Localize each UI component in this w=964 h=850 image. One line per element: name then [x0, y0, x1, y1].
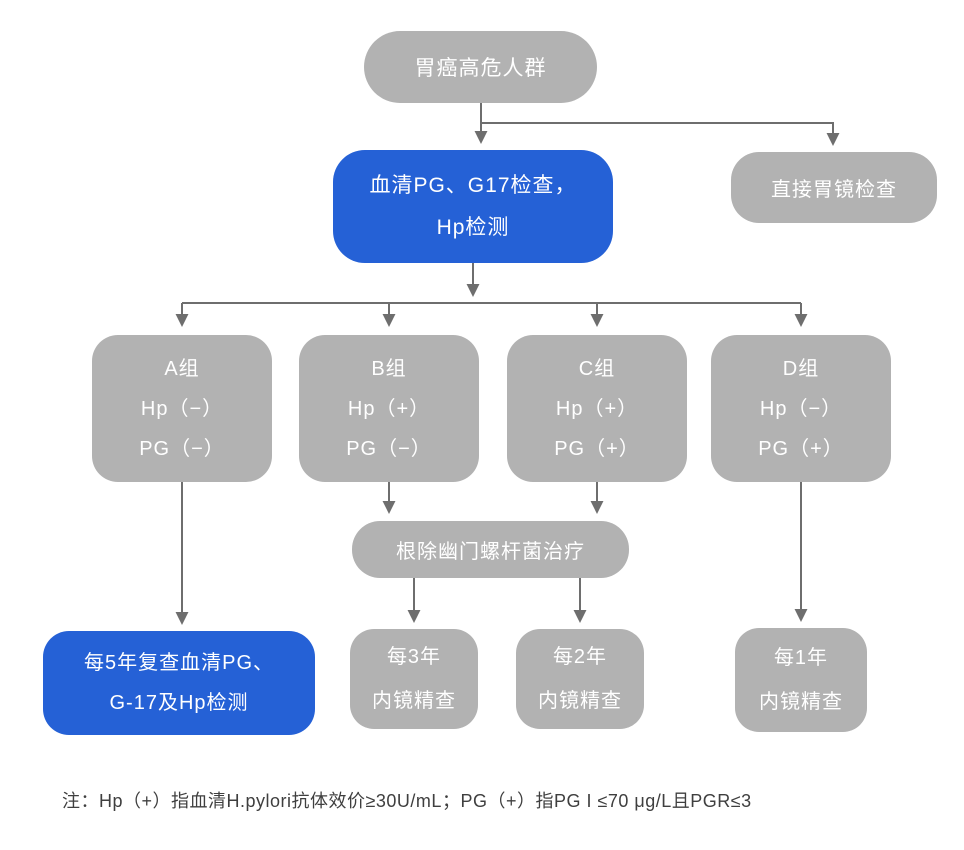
group-b-node: B组 Hp（+） PG（−）: [299, 335, 479, 482]
group-c-name: C组: [578, 357, 616, 380]
group-a-hp-status: Hp（−）: [140, 397, 224, 420]
followup-group-b-line-2: 内镜精查: [372, 690, 456, 712]
group-c-pg-status: PG（+）: [554, 437, 640, 460]
followup-group-c-node: 每2年 内镜精查: [516, 629, 644, 729]
serum-test-line-1: 血清PG、G17检查，: [369, 173, 577, 197]
connector-root-to-direct-gastroscopy: [481, 122, 840, 146]
followup-group-d-line-1: 每1年: [773, 647, 829, 669]
eradication-treatment-node: 根除幽门螺杆菌治疗: [352, 521, 629, 578]
followup-group-a-node: 每5年复查血清PG、 G-17及Hp检测: [43, 631, 315, 735]
followup-group-c-line-2: 内镜精查: [538, 690, 622, 712]
followup-group-d-line-2: 内镜精查: [759, 691, 843, 713]
group-b-pg-status: PG（−）: [346, 437, 432, 460]
followup-group-d-node: 每1年 内镜精查: [735, 628, 867, 732]
group-d-pg-status: PG（+）: [758, 437, 844, 460]
followup-group-a-line-1: 每5年复查血清PG、: [83, 652, 275, 674]
group-c-hp-status: Hp（+）: [555, 397, 639, 420]
eradication-treatment-label: 根除幽门螺杆菌治疗: [396, 541, 585, 563]
group-a-name: A组: [164, 357, 200, 380]
group-b-name: B组: [371, 357, 407, 380]
group-d-hp-status: Hp（−）: [759, 397, 843, 420]
followup-group-b-node: 每3年 内镜精查: [350, 629, 478, 729]
group-c-node: C组 Hp（+） PG（+）: [507, 335, 687, 482]
direct-gastroscopy-label: 直接胃镜检查: [771, 179, 897, 201]
followup-group-c-line-1: 每2年: [552, 646, 608, 668]
direct-gastroscopy-node: 直接胃镜检查: [731, 152, 937, 223]
group-a-pg-status: PG（−）: [139, 437, 225, 460]
group-d-name: D组: [782, 357, 820, 380]
followup-group-a-line-2: G-17及Hp检测: [109, 692, 249, 714]
group-b-hp-status: Hp（+）: [347, 397, 431, 420]
root-node-label: 胃癌高危人群: [414, 57, 547, 80]
footnote: 注：Hp（+）指血清H.pylori抗体效价≥30U/mL；PG（+）指PG I…: [62, 791, 752, 811]
group-a-node: A组 Hp（−） PG（−）: [92, 335, 272, 482]
root-node: 胃癌高危人群: [364, 31, 597, 103]
followup-group-b-line-1: 每3年: [386, 646, 442, 668]
serum-test-node: 血清PG、G17检查， Hp检测: [333, 150, 613, 263]
group-d-node: D组 Hp（−） PG（+）: [711, 335, 891, 482]
serum-test-line-2: Hp检测: [436, 215, 510, 239]
